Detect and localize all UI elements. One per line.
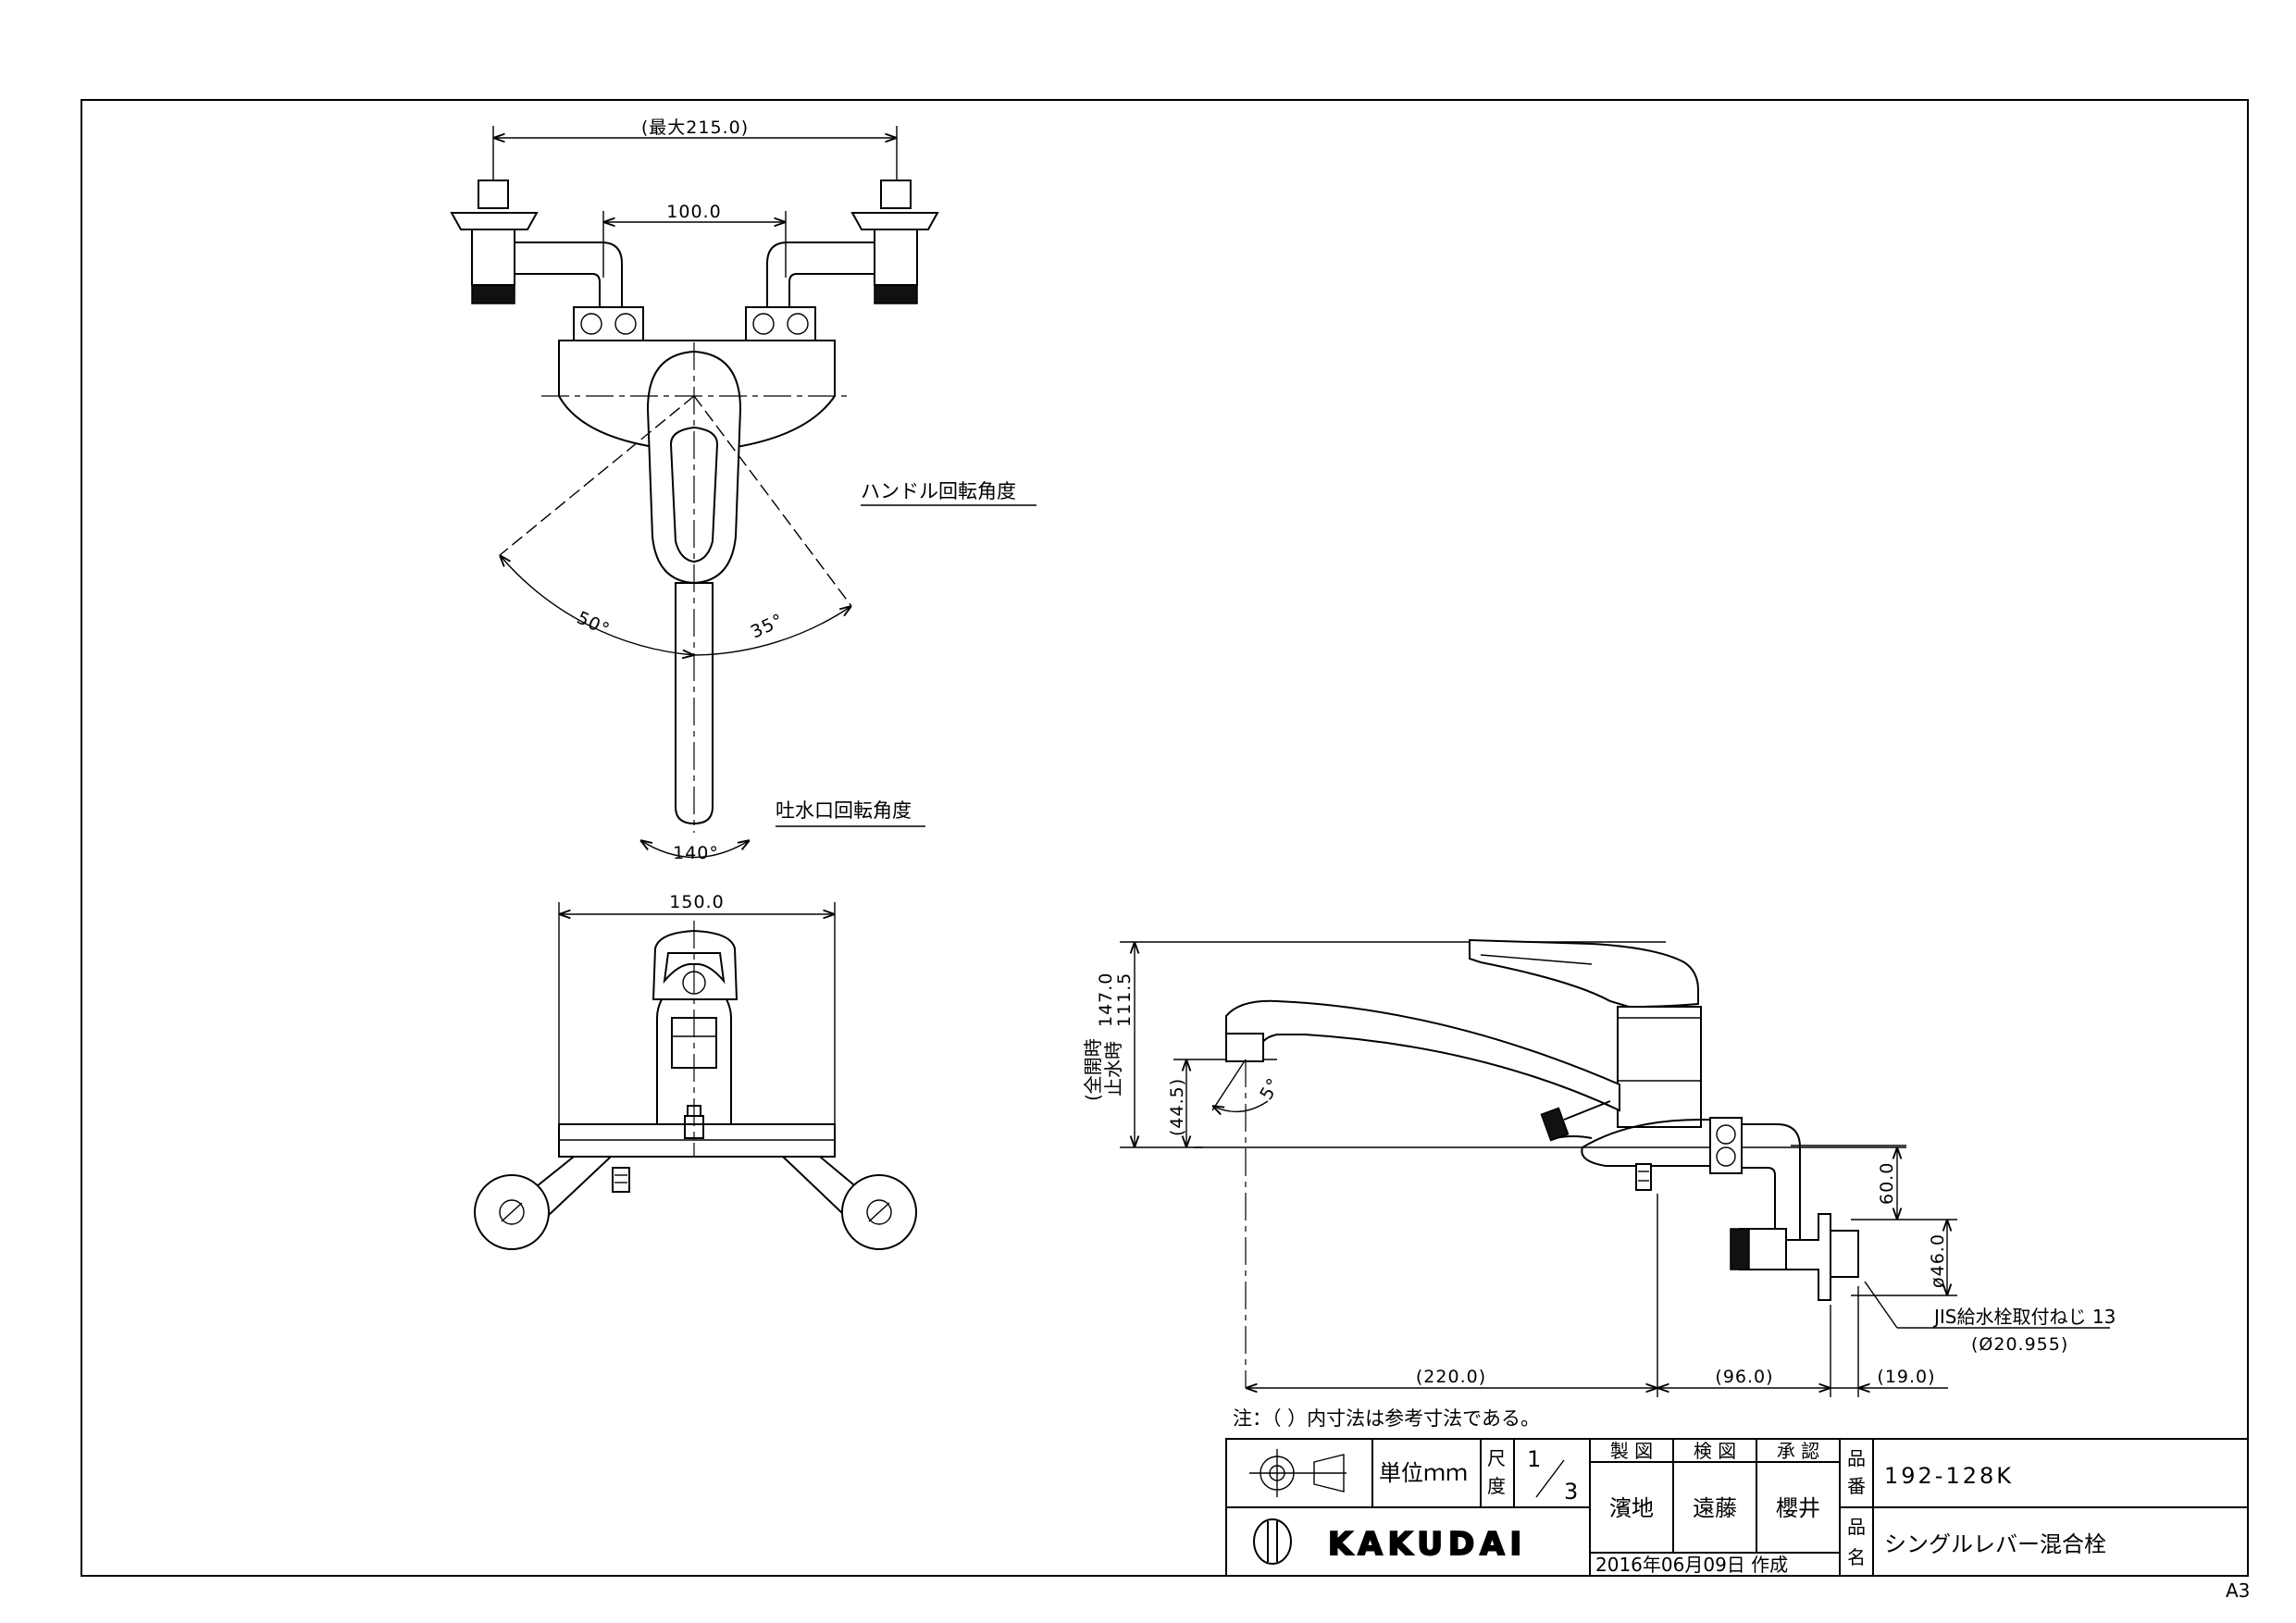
- dim-flange-dia: ø46.0: [1928, 1233, 1948, 1288]
- top-view: (最大215.0) 100.0: [450, 118, 1036, 863]
- tb-part-no-label-2: 番: [1847, 1475, 1866, 1497]
- tb-company: KAKUDAI: [1328, 1526, 1527, 1563]
- tb-scale-denominator: 3: [1564, 1479, 1578, 1505]
- dim-angle-right: 35°: [748, 610, 788, 642]
- kakudai-logo: KAKUDAI: [1253, 1518, 1527, 1565]
- tb-checked-by: 遠藤: [1693, 1495, 1737, 1521]
- tb-scale-numerator: 1: [1527, 1446, 1541, 1472]
- dim-outlet-angle: 5°: [1256, 1074, 1285, 1103]
- tb-part-no-label-1: 品: [1847, 1447, 1866, 1469]
- dim-total-height-label: (全開時: [1082, 1038, 1104, 1101]
- tb-drawn-label: 製 図: [1610, 1440, 1653, 1462]
- dim-stop-height-label: 止水時: [1102, 1041, 1124, 1096]
- tb-name-label-1: 品: [1847, 1516, 1866, 1538]
- label-thread-dia: (Ø20.955): [1971, 1334, 2068, 1355]
- dim-max-width: (最大215.0): [641, 118, 749, 138]
- label-handle-rotation: ハンドル回転角度: [861, 480, 1016, 502]
- dim-angle-left: 50°: [574, 608, 614, 640]
- drawing-border: [81, 99, 2249, 1577]
- tb-drawn-by: 濱地: [1609, 1495, 1654, 1521]
- label-spout-rotation: 吐水口回転角度: [776, 799, 912, 822]
- tb-part-no: 192-128K: [1884, 1463, 2014, 1489]
- dim-body-width: 150.0: [669, 892, 724, 912]
- note-reference-dimensions: 注：（ ）内寸法は参考寸法である。: [1233, 1407, 1540, 1430]
- tb-name-label-2: 名: [1847, 1546, 1866, 1568]
- side-view: (全開時 147.0 止水時 111.5 (44.5): [1082, 938, 2116, 1397]
- sheet-size: A3: [2226, 1580, 2250, 1602]
- tb-scale-label-1: 尺: [1487, 1447, 1506, 1469]
- dim-center-spacing: 100.0: [666, 202, 721, 222]
- title-block: 単位ｍｍ 尺 度 1 3 製 図 検 図 承 認 濱地 遠藤 櫻井 2016年0…: [1225, 1438, 2249, 1577]
- dim-outlet-height: (44.5): [1167, 1078, 1187, 1136]
- label-thread: JIS給水栓取付ねじ 13: [1932, 1306, 2116, 1328]
- dim-riser: 60.0: [1877, 1162, 1897, 1205]
- tb-checked-label: 検 図: [1694, 1440, 1736, 1462]
- dim-flange-thickness: (19.0): [1877, 1367, 1935, 1387]
- tb-unit: 単位ｍｍ: [1379, 1460, 1468, 1486]
- dim-stop-height: 111.5: [1114, 973, 1135, 1027]
- dim-spout-angle: 140°: [673, 843, 719, 863]
- front-view: 150.0: [474, 892, 917, 1250]
- projection-symbol-icon: [1249, 1449, 1347, 1497]
- tb-approved-by: 櫻井: [1776, 1495, 1820, 1521]
- tb-date: 2016年06月09日 作成: [1595, 1554, 1788, 1576]
- tb-scale-label-2: 度: [1487, 1475, 1506, 1497]
- tb-approved-label: 承 認: [1777, 1440, 1819, 1462]
- dim-body-depth: (96.0): [1715, 1367, 1773, 1387]
- tb-part-name: シングルレバー混合栓: [1884, 1531, 2106, 1557]
- dim-total-height: 147.0: [1096, 973, 1116, 1027]
- dim-spout-reach: (220.0): [1416, 1367, 1486, 1387]
